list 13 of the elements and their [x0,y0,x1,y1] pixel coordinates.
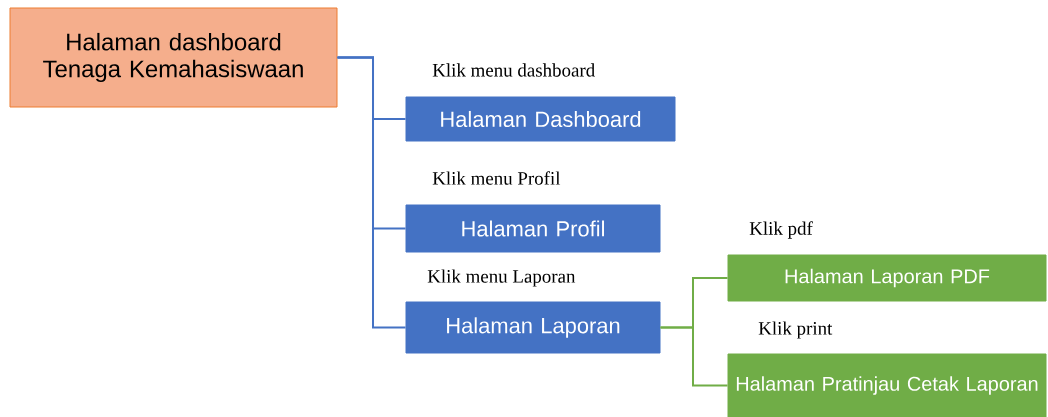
page-box: Halaman Laporan PDF [727,254,1047,302]
page-box: Halaman Laporan [405,301,661,354]
page-box: Halaman Profil [405,204,661,253]
edge-label: Klik menu Profil [432,171,561,185]
page-box: Halaman Pratinjau Cetak Laporan [727,353,1047,417]
page-box: Halaman Dashboard [405,96,676,142]
root-box: Halaman dashboard Tenaga Kemahasiswaan [9,7,338,108]
connector [659,326,729,387]
edge-label: Klik menu Laporan [427,269,576,287]
edge-label: Klik print [758,321,833,339]
connector [336,56,407,329]
edge-label: Klik menu dashboard [432,63,595,77]
edge-label: Klik pdf [749,221,813,239]
